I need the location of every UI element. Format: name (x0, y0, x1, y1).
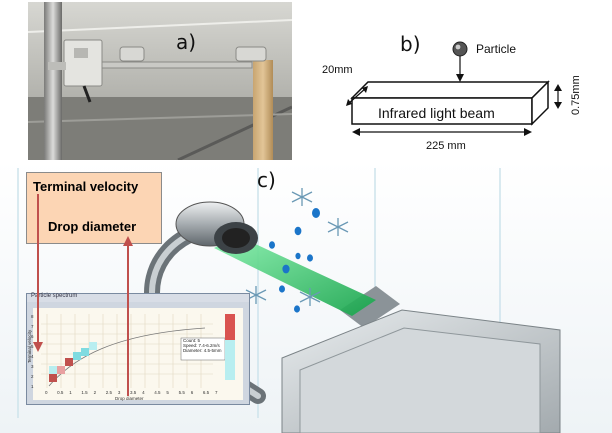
y-tick-label: 6 (31, 334, 34, 339)
x-tick-label: 5.5 (178, 390, 185, 395)
x-tick-label: 0 (45, 390, 48, 395)
x-tick-label: 3 (117, 390, 121, 395)
x-tick-label: 4 (142, 390, 145, 395)
x-tick-label: 1 (69, 390, 72, 395)
x-tick-labels: 0 0.5 1 1.5 2 2.5 3 3.5 4 4.5 5 5.5 6 6.5 7 (45, 390, 218, 396)
drop-diameter-label: Drop diameter (48, 219, 137, 234)
beam-label: Infrared light beam (378, 105, 495, 121)
x-tick-label: 5 (166, 390, 169, 395)
x-tick-label: 1.5 (81, 390, 88, 395)
height-dimension-label: 0.75mm (570, 75, 582, 115)
x-tick-label: 7 (215, 390, 218, 395)
snowflake-icon (245, 188, 349, 306)
x-tick-label: 0.5 (57, 390, 64, 395)
annotation-box (26, 172, 162, 244)
y-tick-labels: 1 2 3 4 5 6 7 8 (31, 314, 39, 389)
x-tick-label: 4.5 (154, 390, 161, 395)
x-tick-label: 6.5 (202, 390, 210, 395)
y-tick-label: 3 (31, 364, 34, 369)
y-tick-label: 5 (31, 344, 34, 349)
y-tick-label: 8 (31, 314, 34, 319)
particle-icon (452, 41, 468, 57)
x-tick-label: 2.5 (105, 390, 112, 395)
length-dimension-label: 225 mm (426, 140, 466, 152)
spectrum-window-titlebar[interactable]: Particle spectrum (27, 293, 249, 302)
laser-beam (214, 236, 376, 316)
particle-label: Particle (476, 42, 517, 56)
beam-schematic (346, 41, 562, 136)
photo-panel-a: a) (28, 2, 292, 160)
schematic-panel-b: b) Particle Infrared light beam 20mm 225… (300, 2, 612, 160)
spectrum-info-box: Count: 5 Speed: 7.4-6.2m/s Diameter: 4.5… (183, 338, 222, 353)
width-dimension-label: 20mm (322, 64, 353, 76)
raindrop-icon (269, 208, 320, 313)
velocity-arrow-head (33, 342, 43, 352)
info-diameter: Diameter: 4.5-5mm (183, 348, 222, 353)
y-tick-label: 1 (31, 384, 34, 389)
spectrum-plot (33, 308, 243, 400)
y-tick-label: 4 (31, 354, 34, 359)
diameter-arrow-head (123, 236, 133, 246)
x-tick-label: 3.5 (130, 390, 137, 395)
info-count: Count: 5 (183, 338, 201, 343)
sensor-photo (28, 2, 292, 160)
panel-b-letter: b) (400, 32, 421, 56)
info-speed: Speed: 7.4-6.2m/s (183, 343, 220, 348)
illustration-panel-c: Particle spectrum (0, 160, 612, 433)
x-tick-label: 2 (93, 390, 97, 395)
panel-c-letter: c) (257, 168, 276, 192)
spectrum-window-title: Particle spectrum (31, 293, 78, 299)
terminal-velocity-label: Terminal velocity (33, 179, 139, 194)
spectrum-x-label: Drop diameter (115, 396, 144, 401)
panel-a-letter: a) (176, 30, 197, 54)
y-tick-label: 7 (31, 324, 34, 329)
annotation-arrows (33, 194, 133, 396)
y-tick-label: 2 (31, 374, 34, 379)
x-tick-label: 6 (190, 390, 194, 395)
spectrum-window[interactable]: Particle spectrum (26, 293, 250, 405)
